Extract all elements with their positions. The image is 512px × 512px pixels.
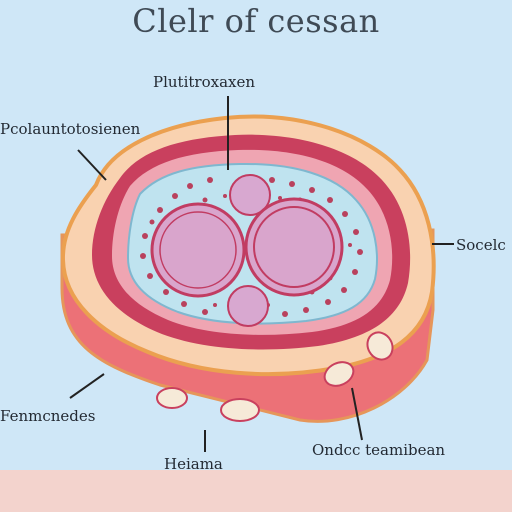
side-pores: [156, 331, 394, 422]
label-top: Plutitroxaxen: [153, 73, 256, 91]
label-top-left: Pcolauntotosienen: [0, 120, 141, 138]
nucleus-left-inner-ring: [159, 211, 237, 289]
leader-lines: [69, 96, 454, 452]
label-bottom-right: Ondcc teamibean: [312, 441, 446, 459]
label-bottom-left: Fenmcnedes: [0, 407, 96, 425]
nucleus-right: [244, 197, 344, 297]
bottom-band: [0, 470, 512, 512]
diagram-title: Clelr of cessan: [132, 2, 380, 40]
label-bottom: Heiama: [164, 455, 223, 473]
label-right: Socelc: [456, 236, 506, 254]
nucleus-right-inner-ring: [253, 206, 335, 288]
organelle-bottom: [227, 285, 269, 327]
nucleus-left: [150, 202, 246, 298]
organelle-top: [229, 174, 271, 216]
